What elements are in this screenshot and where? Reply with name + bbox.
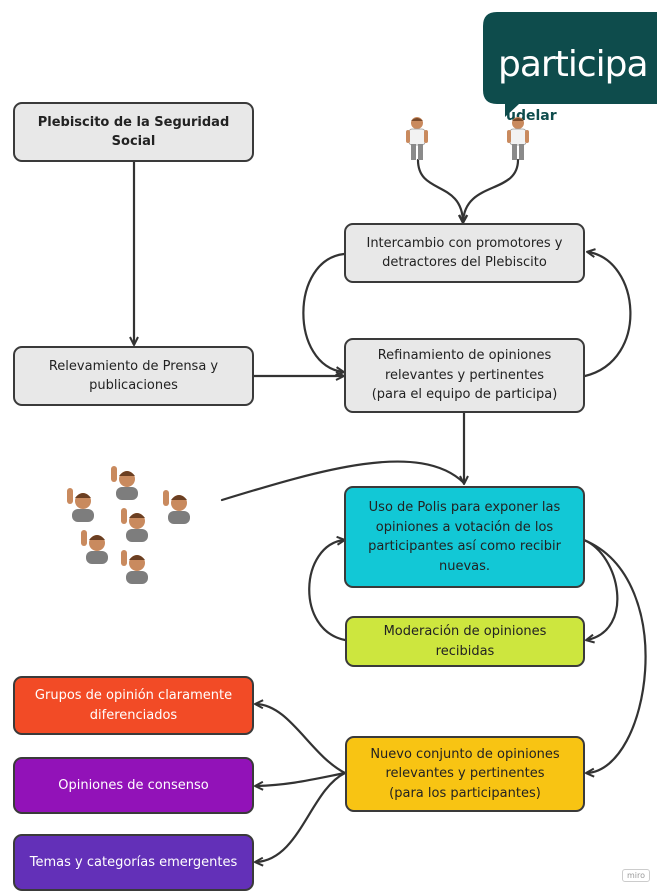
raising-hand-person-icon <box>121 508 148 542</box>
watermark: miro <box>622 869 651 882</box>
edge-crowd-polis <box>220 460 466 502</box>
edge-person2-intercambio <box>458 158 520 224</box>
logo-shape <box>483 12 657 117</box>
node-plebiscito: Plebiscito de la Seguridad Social <box>13 102 254 162</box>
edge-nuevo-grupos <box>254 699 347 775</box>
edge-intercambio-refinamiento-left <box>302 252 346 376</box>
node-temas: Temas y categorías emergentes <box>13 834 254 891</box>
standing-person-icon <box>406 117 428 160</box>
edge-polis-nuevo <box>582 538 647 778</box>
raising-hand-person-icon <box>163 490 190 524</box>
node-refinamiento: Refinamiento de opiniones relevantes y p… <box>344 338 585 413</box>
edge-person1-intercambio <box>416 158 468 224</box>
raising-hand-person-icon <box>81 530 108 564</box>
node-nuevo-conjunto: Nuevo conjunto de opiniones relevantes y… <box>345 736 585 812</box>
node-relevamiento: Relevamiento de Prensa y publicaciones <box>13 346 254 406</box>
standing-person-icon <box>507 117 529 160</box>
participa-logo <box>483 12 657 117</box>
logo-text: participa <box>498 44 649 85</box>
raising-hand-person-icon <box>67 488 94 522</box>
node-grupos: Grupos de opinión claramente diferenciad… <box>13 676 254 735</box>
node-polis: Uso de Polis para exponer las opiniones … <box>344 486 585 588</box>
edge-refinamiento-intercambio-right <box>583 248 632 378</box>
edge-moderacion-polis-left <box>308 535 347 642</box>
node-consenso: Opiniones de consenso <box>13 757 254 814</box>
edge-polis-moderacion-right <box>582 538 619 644</box>
raising-hand-person-icon <box>121 550 148 584</box>
edge-nuevo-consenso <box>254 771 347 791</box>
node-intercambio: Intercambio con promotores y detractores… <box>344 223 585 283</box>
raising-hand-person-icon <box>111 466 138 500</box>
edge-nuevo-temas <box>254 771 347 867</box>
node-moderacion: Moderación de opiniones recibidas <box>345 616 585 667</box>
